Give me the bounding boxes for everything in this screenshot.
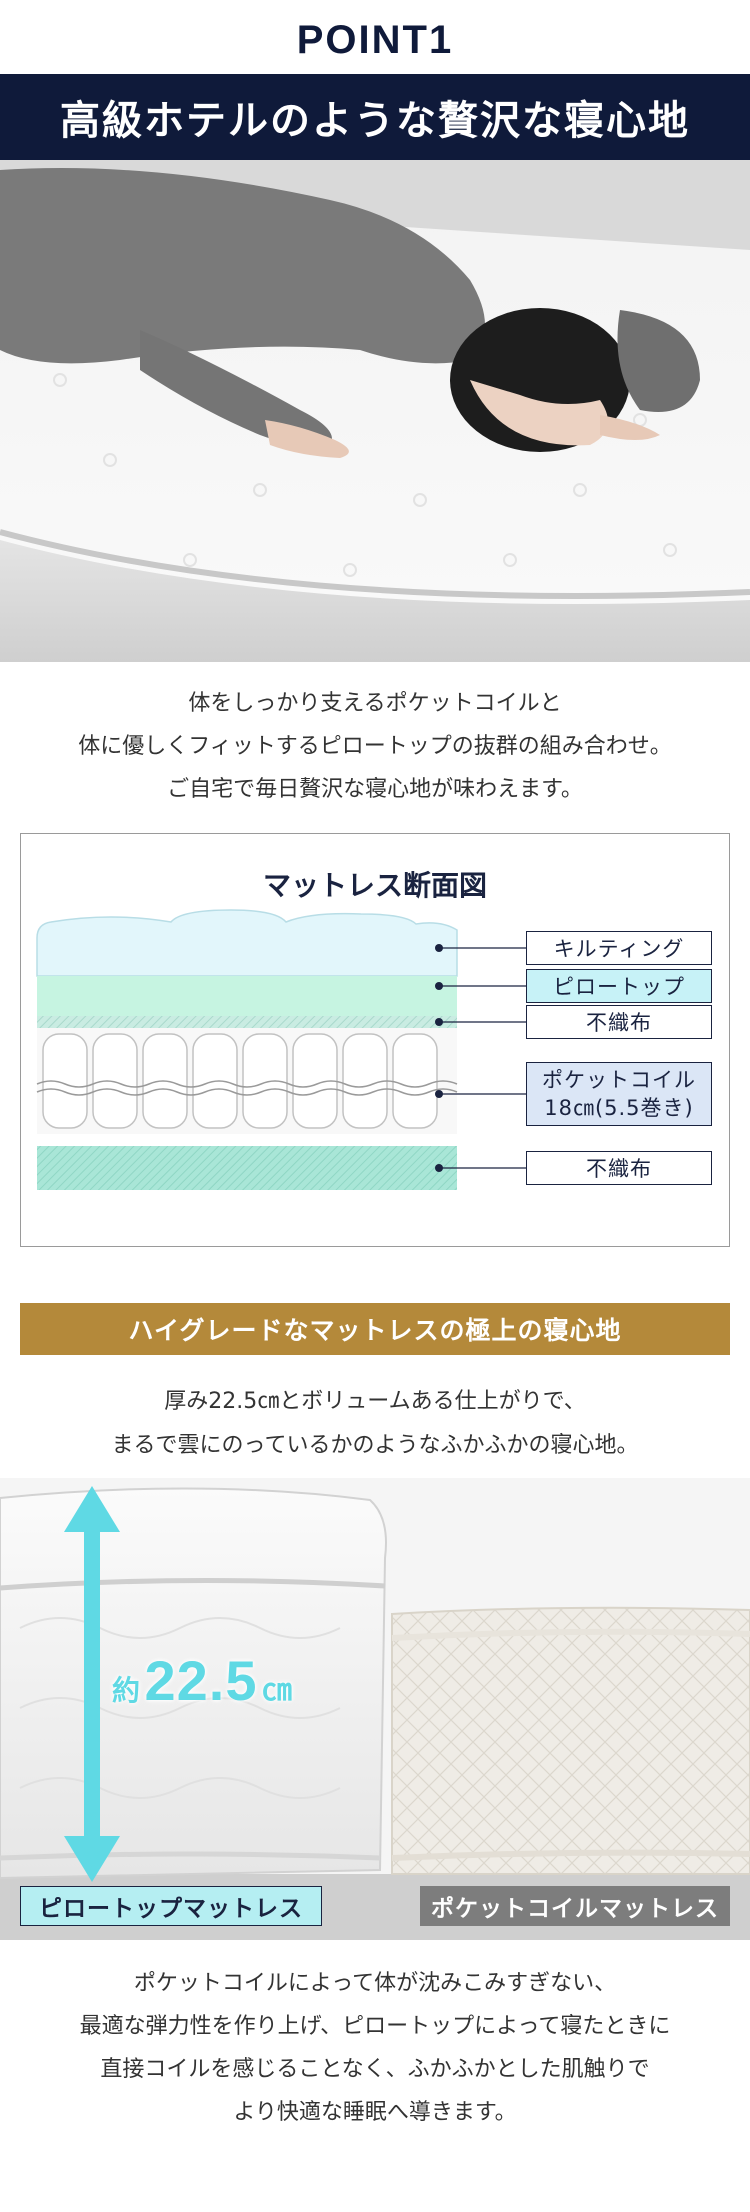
nonwoven-layer-1 bbox=[37, 1016, 457, 1028]
hero-illustration bbox=[0, 160, 750, 662]
point-label: POINT1 bbox=[296, 18, 454, 62]
intro-line-1: 体をしっかり支えるポケットコイルと bbox=[188, 691, 562, 716]
label-pocketcoil: ポケットコイル 18㎝(5.5巻き) bbox=[526, 1062, 712, 1126]
point-title: 高級ホテルのような贅沢な寝心地 bbox=[60, 98, 690, 144]
caption-pillowtop-text: ピロートップマットレス bbox=[39, 1896, 303, 1922]
caption-pocketcoil-mattress: ポケットコイルマットレス bbox=[420, 1886, 730, 1926]
thickness-unit: ㎝ bbox=[261, 1674, 292, 1707]
label-pocketcoil-line1: ポケットコイル bbox=[542, 1068, 696, 1092]
outro-line-3: 直接コイルを感じることなく、ふかふかとした肌触りで bbox=[100, 2057, 650, 2082]
caption-pillowtop-mattress: ピロートップマットレス bbox=[20, 1886, 322, 1926]
pillowtop-layer bbox=[37, 976, 457, 1016]
outro-text: ポケットコイルによって体が沈みこみすぎない、 最適な弾力性を作り上げ、ピロートッ… bbox=[0, 1962, 750, 2134]
highgrade-text: 厚み22.5㎝とボリュームある仕上がりで、 まるで雲にのっているかのようなふかふ… bbox=[0, 1380, 750, 1468]
label-pillowtop: ピロートップ bbox=[526, 969, 712, 1003]
diagram-title: マットレス断面図 bbox=[262, 869, 487, 902]
mattress-cross-section-diagram: マットレス断面図 bbox=[20, 833, 730, 1247]
label-nonwoven-2: 不織布 bbox=[526, 1151, 712, 1185]
point-title-bar: 高級ホテルのような贅沢な寝心地 bbox=[0, 74, 750, 160]
highgrade-line-1: 厚み22.5㎝とボリュームある仕上がりで、 bbox=[164, 1389, 586, 1414]
outro-line-1: ポケットコイルによって体が沈みこみすぎない、 bbox=[133, 1971, 617, 1996]
intro-line-3: ご自宅で毎日贅沢な寝心地が味わえます。 bbox=[167, 777, 583, 802]
highgrade-banner-text: ハイグレードなマットレスの極上の寝心地 bbox=[128, 1316, 622, 1345]
label-nonwoven-1: 不織布 bbox=[526, 1005, 712, 1039]
cross-section-illustration bbox=[36, 909, 526, 1190]
highgrade-line-2: まるで雲にのっているかのようなふかふかの寝心地。 bbox=[111, 1433, 639, 1458]
thickness-label: 約 22.5 ㎝ bbox=[112, 1648, 292, 1713]
quilting-layer bbox=[36, 909, 458, 977]
thickness-arrow bbox=[64, 1486, 120, 1882]
hero-photo-woman-on-mattress bbox=[0, 160, 750, 662]
outro-line-2: 最適な弾力性を作り上げ、ピロートップによって寝たときに bbox=[79, 2014, 671, 2039]
caption-pocketcoil-text: ポケットコイルマットレス bbox=[431, 1896, 719, 1922]
intro-line-2: 体に優しくフィットするピロートップの抜群の組み合わせ。 bbox=[78, 734, 672, 759]
highgrade-banner: ハイグレードなマットレスの極上の寝心地 bbox=[20, 1303, 730, 1355]
thickness-value: 22.5 bbox=[144, 1649, 258, 1712]
comparison-illustration bbox=[0, 1478, 750, 1940]
label-pocketcoil-line2: 18㎝(5.5巻き) bbox=[544, 1096, 694, 1120]
mattress-comparison-photo bbox=[0, 1478, 750, 1940]
thickness-prefix: 約 bbox=[112, 1675, 141, 1706]
nonwoven-layer-2 bbox=[37, 1146, 457, 1190]
label-quilting: キルティング bbox=[526, 931, 712, 965]
intro-text: 体をしっかり支えるポケットコイルと 体に優しくフィットするピロートップの抜群の組… bbox=[0, 682, 750, 811]
outro-line-4: より快適な睡眠へ導きます。 bbox=[233, 2100, 517, 2125]
